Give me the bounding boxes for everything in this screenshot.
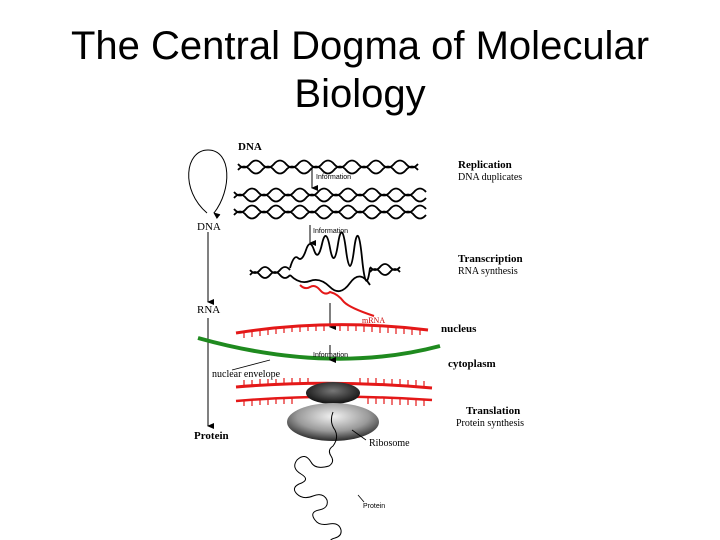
mrna-bases-nucleus xyxy=(243,325,421,338)
nuclear-envelope-line xyxy=(197,336,441,361)
replication-title: Replication xyxy=(458,159,512,171)
transcription-helix-right-b xyxy=(369,263,401,271)
protein-polypeptide xyxy=(293,411,342,540)
translation-title: Translation xyxy=(466,405,520,417)
nucleus-label: nucleus xyxy=(441,323,477,335)
info-label-2: Information xyxy=(313,228,348,235)
dna-helix-top-a xyxy=(237,165,419,175)
transcription-dna: Information Transcription RNA synthesis xyxy=(249,225,523,330)
mrna-nucleus: mRNA nucleus xyxy=(235,316,477,338)
nascent-mrna xyxy=(299,284,375,317)
title-line-2: Biology xyxy=(294,72,426,116)
transcription-title: Transcription xyxy=(458,253,523,265)
nuclear-envelope: Information cytoplasm nuclear envelope xyxy=(197,336,496,380)
ribosome-small-subunit xyxy=(287,403,379,441)
replication-loop xyxy=(188,149,228,220)
dna-helix-low-b xyxy=(233,204,427,214)
mrna-strand-nucleus xyxy=(235,323,429,335)
top-dna-label: DNA xyxy=(238,141,262,153)
replication-subtitle: DNA duplicates xyxy=(458,172,522,183)
protein-chain: Protein xyxy=(293,411,385,540)
mrna-bases-cytoplasm xyxy=(243,378,425,387)
transcription-bubble-top xyxy=(289,231,371,282)
translation-subtitle: Protein synthesis xyxy=(456,418,524,429)
nuclear-envelope-label: nuclear envelope xyxy=(212,369,281,380)
mrna-bases-ribosome xyxy=(243,398,425,406)
ribosome-label: Ribosome xyxy=(369,438,410,449)
left-rna-label: RNA xyxy=(197,304,220,316)
protein-pointer xyxy=(357,494,365,503)
replication-dna: DNA Information Replication DNA duplicat… xyxy=(233,141,522,220)
ribosome: Ribosome Translation Protein synthesis xyxy=(287,382,524,449)
ribosome-large-subunit xyxy=(306,382,360,404)
ribosome-pointer xyxy=(351,429,367,441)
dna-helix-mid-b xyxy=(233,187,427,197)
envelope-pointer xyxy=(231,359,271,371)
slide-title: The Central Dogma of Molecular Biology xyxy=(0,22,720,118)
mrna-label: mRNA xyxy=(362,316,385,325)
info-label-3: Information xyxy=(313,352,348,359)
protein-chain-label: Protein xyxy=(363,503,385,510)
info-label-1: Information xyxy=(316,174,351,181)
transcription-helix-right xyxy=(369,268,401,276)
transcription-helix-left-b xyxy=(249,266,291,274)
title-line-1: The Central Dogma of Molecular xyxy=(70,24,650,68)
dna-helix-top-b xyxy=(237,159,419,169)
transcription-subtitle: RNA synthesis xyxy=(458,266,518,277)
left-protein-label: Protein xyxy=(194,430,229,442)
transcription-bubble-bottom xyxy=(289,274,371,293)
left-dna-label: DNA xyxy=(197,221,221,233)
cytoplasm-label: cytoplasm xyxy=(448,358,496,370)
left-flow: DNA RNA Protein xyxy=(188,149,229,442)
